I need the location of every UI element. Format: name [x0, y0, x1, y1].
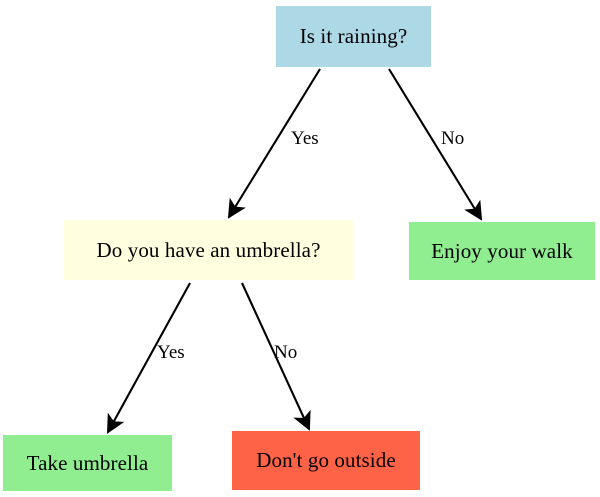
edge-umbrella-yes [106, 282, 191, 434]
edge-umbrella-no [241, 282, 311, 431]
edge-label-root-yes: Yes [291, 128, 319, 149]
node-take-umbrella[interactable]: Take umbrella [3, 435, 172, 491]
node-enjoy-your-walk[interactable]: Enjoy your walk [409, 222, 595, 280]
node-label: Enjoy your walk [431, 238, 573, 263]
node-is-it-raining[interactable]: Is it raining? [276, 6, 431, 67]
node-label: Is it raining? [299, 24, 408, 48]
node-dont-go-outside[interactable]: Don't go outside [232, 431, 420, 490]
edge-label-root-no: No [441, 128, 465, 149]
edge-label-umbrella-no: No [274, 342, 298, 363]
edge-label-umbrella-yes: Yes [157, 342, 185, 363]
node-label: Take umbrella [26, 450, 149, 475]
node-label: Do you have an umbrella? [96, 237, 321, 262]
node-label: Don't go outside [256, 448, 396, 472]
edge-root-no [388, 68, 483, 221]
edge-root-yes [227, 68, 321, 219]
node-do-you-have-an-umbrella[interactable]: Do you have an umbrella? [64, 220, 353, 280]
